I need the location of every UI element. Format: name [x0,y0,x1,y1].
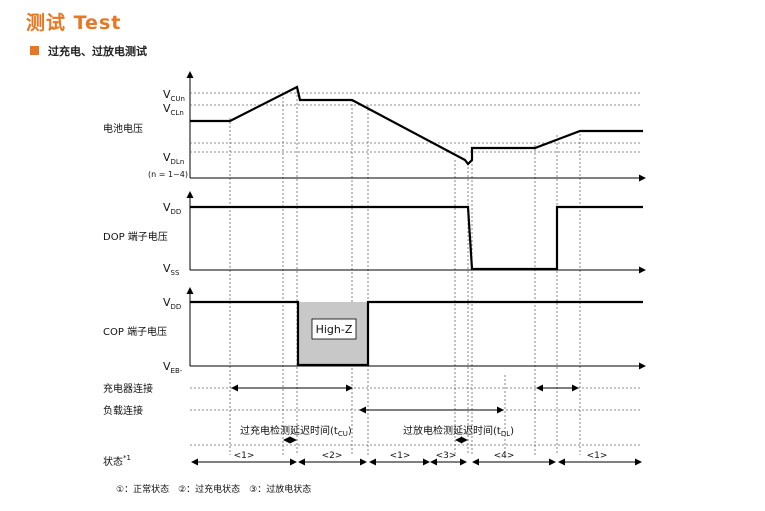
state-label: 状态*1 [103,454,131,468]
cop-waveform [190,300,643,367]
cop-label: COP 端子电压 [103,325,167,338]
battery-voltage-waveform [190,85,643,166]
level-vcun: VCUn [163,88,185,103]
state-6: <1> [587,451,608,461]
charger-row: 充电器连接 [103,382,579,395]
state-2: <2> [322,451,343,461]
delay-row: 过充电检测延迟时间(tCU) 过放电检测延迟时间(tDL) [240,424,514,444]
battery-sublabel: (n = 1~4) [148,170,188,179]
charger-label: 充电器连接 [103,382,153,395]
cop-panel: High-Z COP 端子电压 VDD VEB- [103,287,646,375]
dop-panel: DOP 端子电压 VDD VSS [103,191,646,277]
level-vdd-cop: VDD [163,296,181,311]
page-title: 测试 Test [26,12,122,34]
section-title: 过充电、过放电测试 [48,45,147,58]
footnote: ①：正常状态 ②：过充电状态 ③：过放电状态 [116,483,311,495]
delay-cu-label: 过充电检测延迟时间(tCU) [240,424,352,438]
delay-dl-label: 过放电检测延迟时间(tDL) [403,424,514,438]
level-veb: VEB- [163,360,183,375]
dop-label: DOP 端子电压 [103,230,168,243]
highz-label: High-Z [316,323,353,336]
level-vss: VSS [163,262,180,277]
state-4: <3> [436,451,457,461]
level-vcln: VCLn [163,102,184,117]
load-row: 负载连接 [103,404,504,417]
battery-panel: 电池电压 (n = 1~4) VCUn VCLn VDLn [103,71,646,182]
time-markers [229,87,581,455]
battery-label: 电池电压 [103,122,143,135]
dop-waveform [190,205,643,271]
state-3: <1> [390,451,411,461]
state-1: <1> [234,451,255,461]
level-vdd-dop: VDD [163,201,181,216]
level-vdln: VDLn [163,151,184,166]
section-bullet-icon [30,46,39,55]
load-label: 负载连接 [103,404,143,417]
state-row: 状态*1 <1> <2> <1> <3> <4> <1> [103,451,642,468]
state-5: <4> [494,451,515,461]
